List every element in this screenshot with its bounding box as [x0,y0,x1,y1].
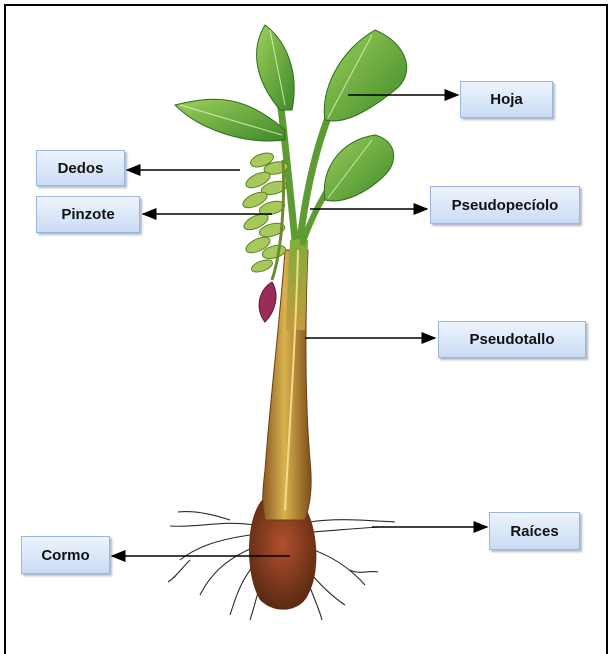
leaf-top-right [324,30,406,121]
label-cormo: Cormo [21,536,110,574]
label-pinzote: Pinzote [36,196,140,233]
label-hoja: Hoja [460,81,553,118]
leaf-right [324,135,393,201]
leaf-top-left [257,25,295,110]
flower-bud [259,282,276,322]
label-pseudopeciolo: Pseudopecíolo [430,186,580,224]
label-dedos: Dedos [36,150,125,186]
label-raices: Raíces [489,512,580,550]
label-pseudotallo: Pseudotallo [438,321,586,358]
